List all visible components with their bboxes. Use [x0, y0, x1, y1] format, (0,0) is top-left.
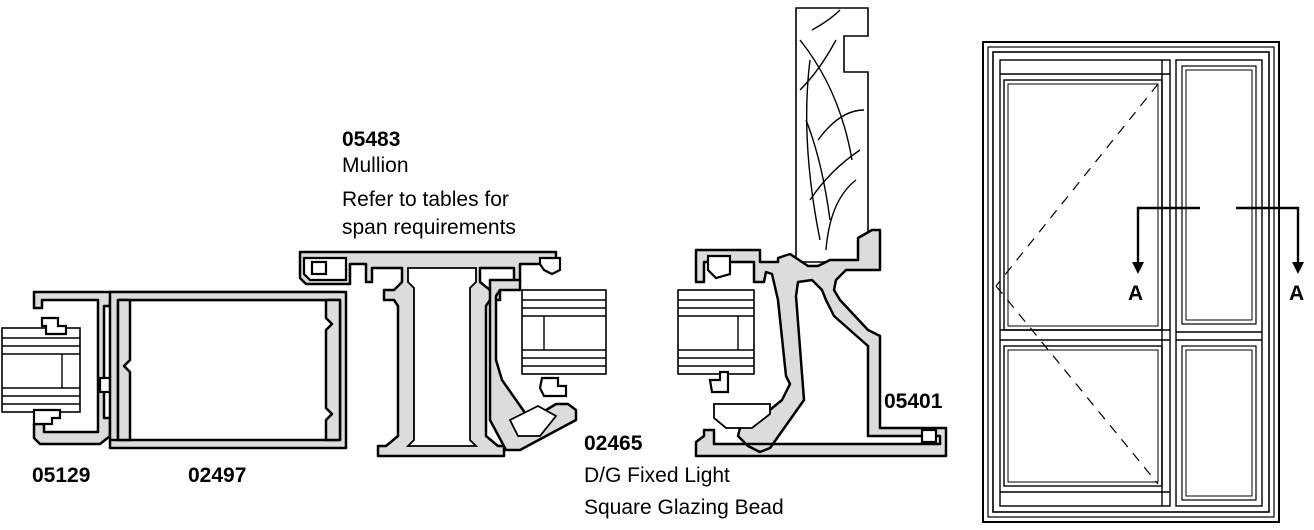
- glazing-bead-02465: [488, 278, 607, 452]
- jamb-code-label: 05401: [884, 390, 943, 413]
- profile-02497: [108, 290, 348, 450]
- door-elevation: [982, 41, 1280, 523]
- frame-code-label: 05129: [32, 464, 90, 487]
- mullion-name-label: Mullion: [342, 154, 409, 177]
- profile-code-label: 02497: [188, 464, 246, 487]
- section-label-left: A: [1128, 282, 1143, 305]
- timber-reveal: [795, 7, 869, 263]
- mullion-code-label: 05483: [342, 128, 400, 151]
- section-label-right: A: [1289, 282, 1304, 305]
- bead-desc-line-1: D/G Fixed Light: [584, 464, 730, 487]
- mullion-profile-05483: [298, 250, 562, 458]
- mullion-note-line-2: span requirements: [342, 216, 516, 239]
- bead-desc-line-2: Square Glazing Bead: [584, 496, 784, 519]
- bead-code-label: 02465: [584, 432, 643, 455]
- jamb-profile-05401: [694, 228, 948, 458]
- mullion-note-line-1: Refer to tables for: [342, 188, 509, 211]
- glass-unit-right: [677, 289, 755, 375]
- glass-unit-left: [1, 327, 81, 413]
- section-marker: [1132, 206, 1304, 274]
